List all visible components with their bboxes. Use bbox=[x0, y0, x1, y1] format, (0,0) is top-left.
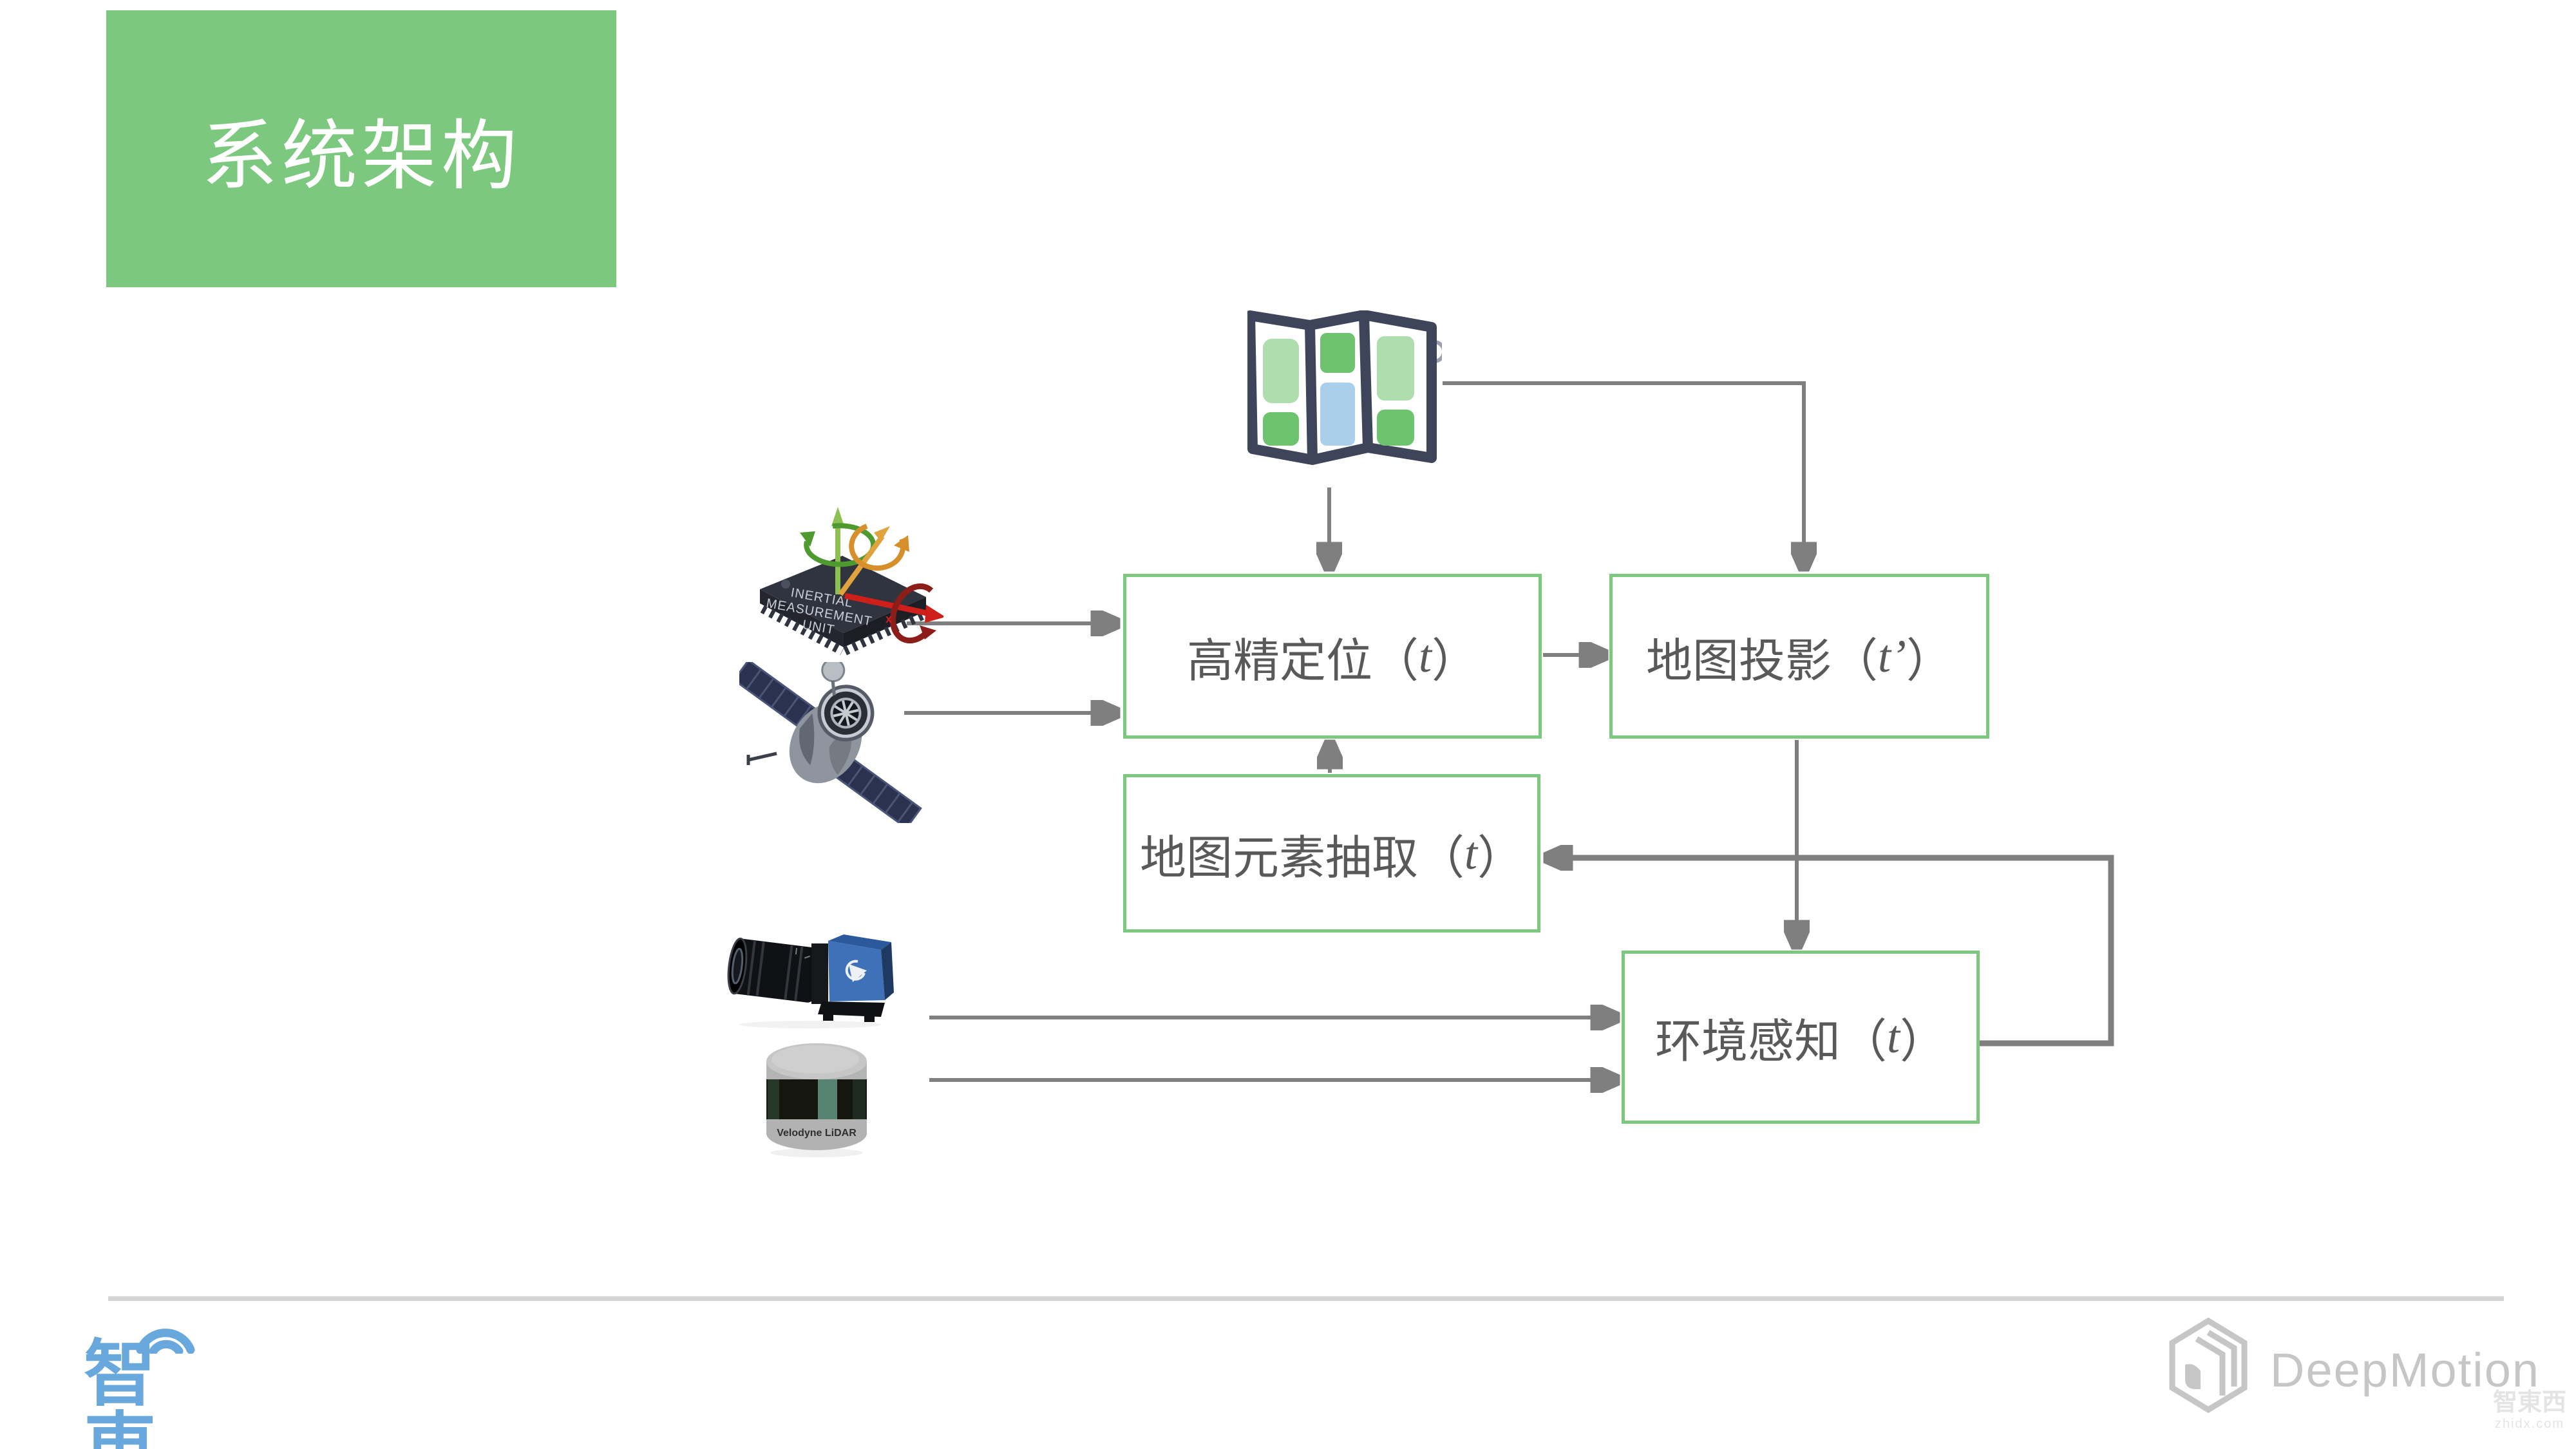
satellite-icon bbox=[732, 658, 923, 830]
watermark-logo-text: 智東西 bbox=[2492, 1389, 2566, 1416]
paren-close: ） bbox=[1906, 635, 1953, 687]
time-variable: t’ bbox=[1878, 630, 1906, 682]
node-environment-perception: 环境感知（t） bbox=[1622, 951, 1980, 1124]
node-label: 高精定位 bbox=[1186, 635, 1372, 687]
paren-open: （ bbox=[1832, 635, 1879, 687]
paren-open: （ bbox=[1417, 832, 1464, 884]
node-label: 地图元素抽取 bbox=[1139, 832, 1418, 884]
zhidx-watermark: 智東西 zhidx.com bbox=[2491, 1389, 2568, 1432]
deepmotion-logo: DeepMotion bbox=[2167, 1317, 2540, 1414]
paren-open: （ bbox=[1372, 635, 1419, 687]
lidar-icon: Velodyne LiDAR bbox=[759, 1038, 875, 1162]
node-map-element-extraction: 地图元素抽取（t） bbox=[1123, 774, 1540, 933]
arrow-perception-to-extraction-loop bbox=[1551, 858, 2114, 1046]
lidar-brand-label: Velodyne LiDAR bbox=[777, 1128, 857, 1139]
arrow-map-to-projection bbox=[1443, 381, 1804, 564]
imu-chip-icon: INERTIAL MEASUREMENT UNIT x bbox=[741, 486, 945, 683]
time-variable: t bbox=[1887, 1011, 1900, 1063]
node-label: 环境感知 bbox=[1654, 1016, 1841, 1068]
deepmotion-hexagon-icon bbox=[2169, 1317, 2248, 1414]
time-variable: t bbox=[1464, 827, 1478, 879]
paren-close: ） bbox=[1900, 1016, 1947, 1068]
paren-open: （ bbox=[1840, 1016, 1887, 1068]
wifi-arcs-icon bbox=[136, 1329, 195, 1354]
paren-close: ） bbox=[1432, 635, 1479, 687]
node-high-precision-localization: 高精定位（t） bbox=[1123, 574, 1542, 739]
folded-map-icon bbox=[1245, 310, 1446, 473]
deepmotion-logo-text: DeepMotion bbox=[2270, 1343, 2541, 1397]
node-map-projection: 地图投影（t’） bbox=[1609, 574, 1989, 739]
industrial-camera-icon bbox=[726, 931, 895, 1032]
footer-divider bbox=[108, 1296, 2504, 1301]
page-title: 系统架构 bbox=[201, 113, 521, 199]
slide-title-box: 系统架构 bbox=[106, 10, 616, 287]
zhidx-logo-text: 智東西 bbox=[84, 1334, 157, 1449]
node-label: 地图投影 bbox=[1645, 635, 1832, 687]
time-variable: t bbox=[1419, 630, 1432, 682]
watermark-url: zhidx.com bbox=[2494, 1416, 2565, 1431]
imu-x-axis-label: x bbox=[886, 612, 892, 625]
paren-close: ） bbox=[1477, 832, 1524, 884]
